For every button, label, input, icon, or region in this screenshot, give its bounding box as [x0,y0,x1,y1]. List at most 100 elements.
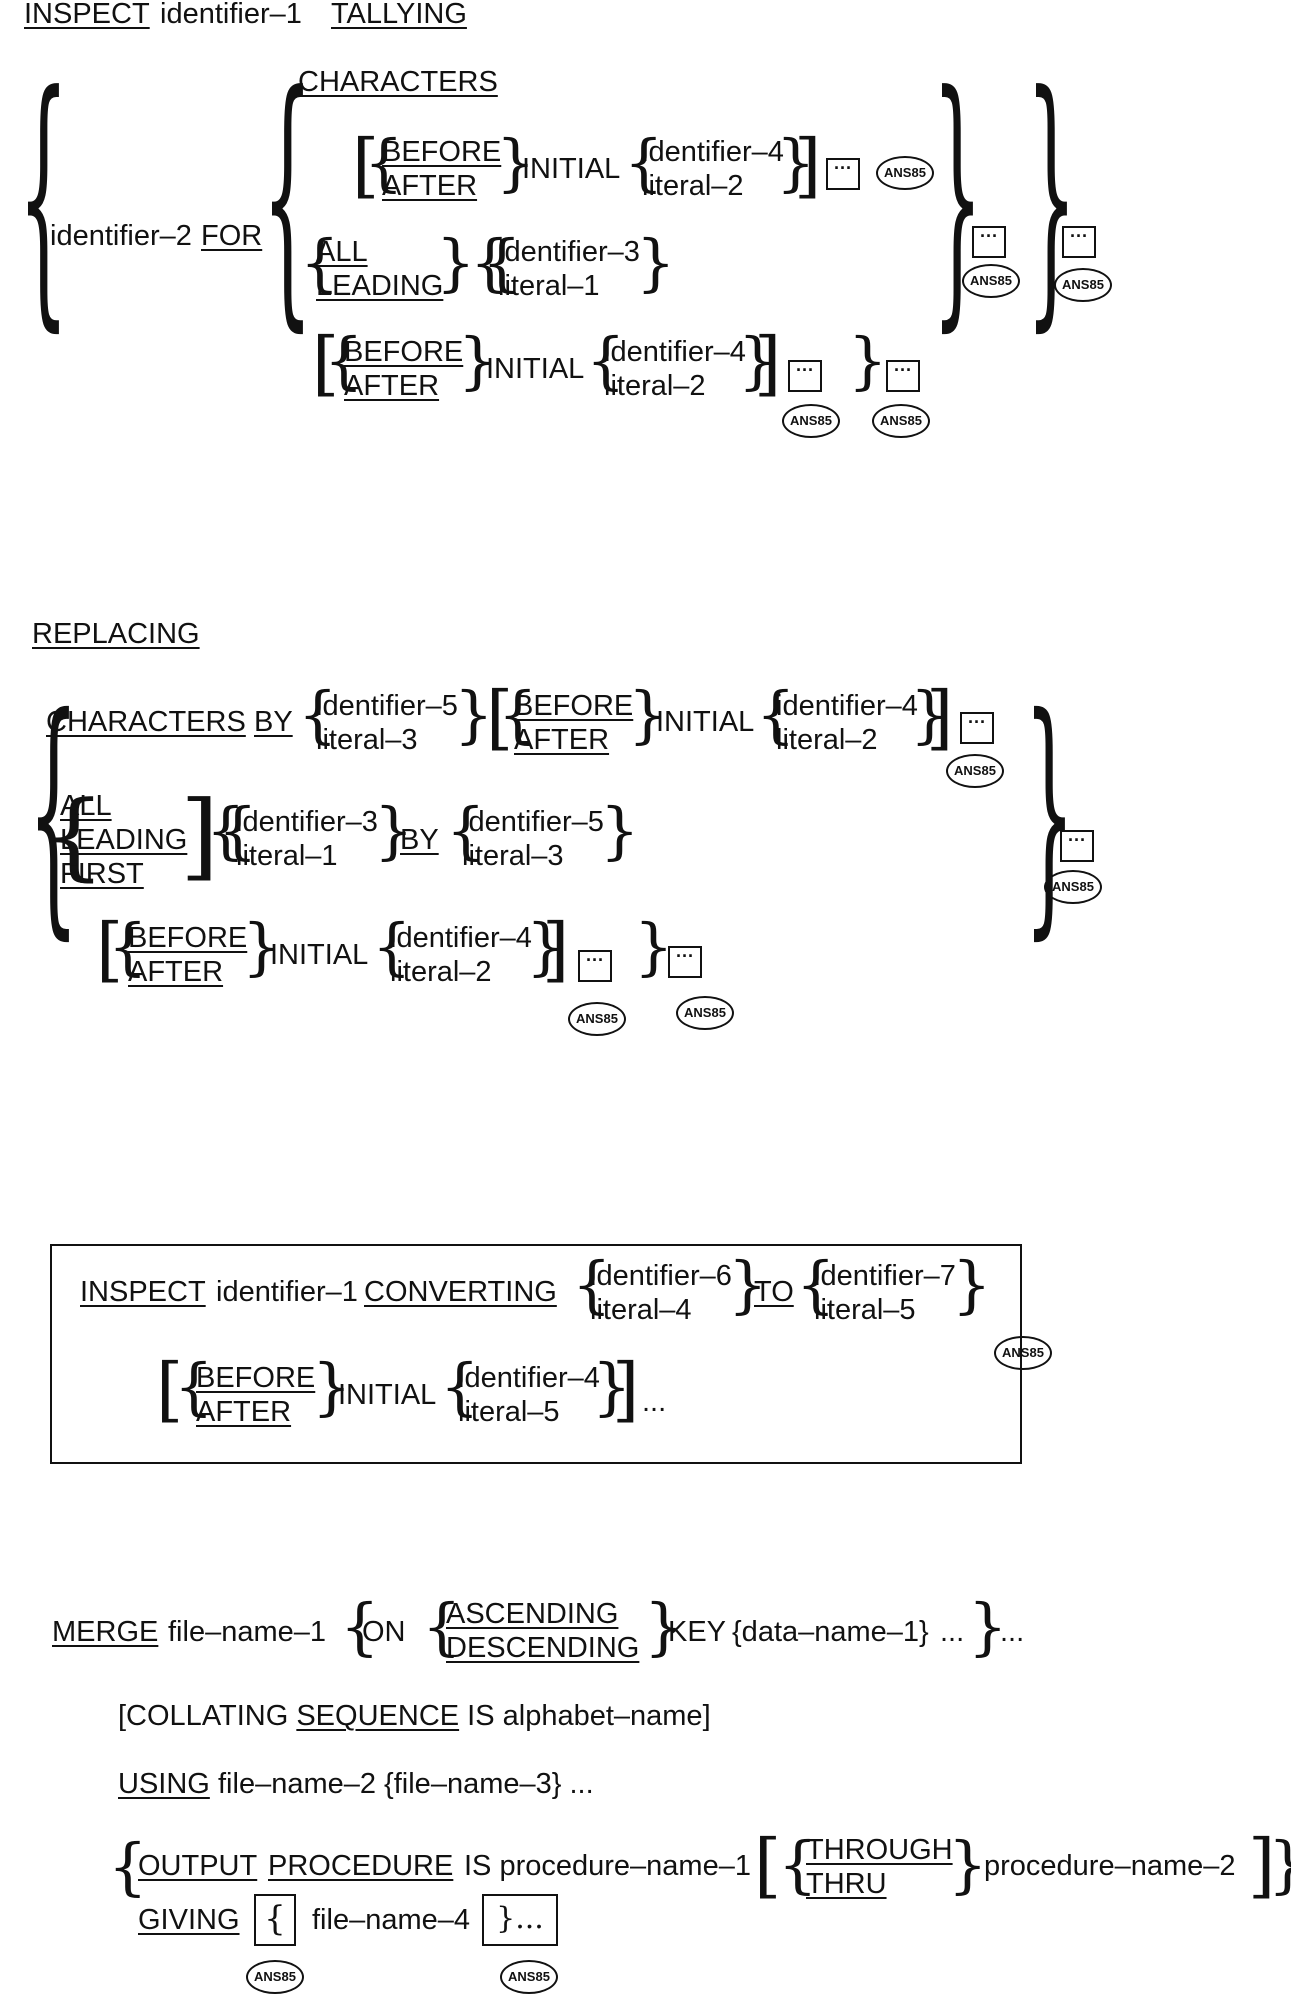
outer-brace-open: { [18,38,69,355]
kw-initial: INITIAL [656,706,755,738]
ellipsis-box: ··· [886,360,920,392]
identifier-1: identifier–1 [160,0,302,30]
bracket-open: [ [486,676,514,758]
literal-1: literal–1 [236,840,338,872]
literal-3: literal–3 [316,724,418,756]
identifier-4: identifier–4 [390,922,532,954]
brace-close: } [636,226,676,299]
bracket-open: [ [156,1348,184,1430]
brace-close: } [738,324,778,397]
identifier-4: identifier–4 [604,336,746,368]
brace-close: } [592,1350,632,1423]
brace-open: { [470,226,510,299]
brace-open: { [422,1590,462,1663]
ans85-badge: ANS85 [782,404,840,438]
kw-after: AFTER [344,370,440,402]
kw-initial: INITIAL [338,1379,437,1411]
trailing-ellipsis: ... [642,1386,667,1418]
literal-5: literal–5 [458,1396,560,1428]
bracket-open: [ [352,124,380,206]
kw-by: BY [254,706,293,738]
collating-rest: IS alphabet–name] [459,1700,711,1732]
data-name-1: {data–name–1} [732,1616,929,1648]
kw-inspect: INSPECT [80,1276,206,1308]
brace-open: { [364,126,404,199]
brace-close: } [848,324,888,397]
brace-close: } [644,1590,684,1663]
kw-procedure: PROCEDURE [268,1850,454,1882]
literal-2: literal–2 [390,956,492,988]
collating-open: [COLLATING [118,1700,297,1732]
kw-through: THROUGH [806,1834,953,1866]
identifier-5: identifier–5 [316,690,458,722]
brace-open: { [440,1350,480,1423]
ans85-badge: ANS85 [500,1960,558,1994]
kw-characters: CHARACTERS [46,706,246,738]
bracket-close: ] [542,908,570,990]
bracket-close: ] [612,1348,640,1430]
brace-close: } [242,910,282,983]
brace-close: } [454,678,494,751]
brace-open: { [108,1830,148,1903]
kw-initial: INITIAL [486,353,585,385]
kw-key: KEY [668,1616,727,1648]
brace-open: { [324,324,364,397]
brace-open: { [206,794,246,867]
kw-characters: CHARACTERS [298,66,498,98]
using-files: file–name–2 {file–name–3} ... [218,1768,594,1800]
procedure-name-1: IS procedure–name–1 [464,1850,751,1882]
bracket-open: [ [754,1824,782,1906]
kw-converting: CONVERTING [364,1276,557,1308]
brace-open: { [446,794,486,867]
brace-close: } [1268,1834,1291,1896]
ans85-badge: ANS85 [1044,870,1102,904]
kw-to: TO [754,1276,794,1308]
brace-open: { [108,910,148,983]
brace-open: { [174,1350,214,1423]
brace-close: } [948,1828,988,1901]
kw-after: AFTER [128,956,224,988]
file-name-4: file–name–4 [312,1904,470,1936]
brace-open: { [778,1828,818,1901]
brace-close: } [496,126,536,199]
identifier-3: identifier–3 [498,236,640,268]
literal-2: literal–2 [642,170,744,202]
kw-inspect: INSPECT [24,0,150,30]
converting-box: INSPECT identifier–1 CONVERTING { identi… [50,1244,1022,1464]
ellipsis-box: ··· [668,946,702,978]
kw-by: BY [400,824,439,856]
ans85-badge: ANS85 [994,1336,1052,1370]
brace-close: } [526,910,566,983]
kw-before: BEFORE [344,336,464,368]
kw-on: ON [362,1616,406,1648]
identifier-7: identifier–7 [814,1260,956,1292]
kw-replacing: REPLACING [32,618,200,650]
brace-open: { [340,1590,380,1663]
kw-after: AFTER [382,170,478,202]
kw-after: AFTER [196,1396,292,1428]
bracket-close: ] [180,779,220,891]
ans85-badge: ANS85 [946,754,1004,788]
brace-close: } [952,1248,992,1321]
identifier-1: identifier–1 [216,1276,358,1308]
kw-before: BEFORE [128,922,248,954]
literal-5: literal–5 [814,1294,916,1326]
kw-before: BEFORE [196,1362,316,1394]
ellipsis-box: ··· [788,360,822,392]
brace-close: } [436,226,476,299]
identifier-4: identifier–4 [458,1362,600,1394]
brace-box-open: { [254,1894,296,1946]
collating-line: [COLLATING SEQUENCE IS alphabet–name] [118,1702,711,1731]
brace-open: { [498,678,538,751]
kw-leading: LEADING [316,270,444,302]
kw-initial: INITIAL [270,939,369,971]
kw-using: USING [118,1768,210,1800]
brace-open: { [624,126,664,199]
kw-first: FIRST [60,858,144,890]
identifier-3: identifier–3 [236,806,378,838]
brace-open: { [586,324,626,397]
kw-descending: DESCENDING [446,1632,640,1664]
literal-2: literal–2 [604,370,706,402]
bracket-close: ] [926,676,954,758]
kw-ascending: ASCENDING [446,1598,619,1630]
